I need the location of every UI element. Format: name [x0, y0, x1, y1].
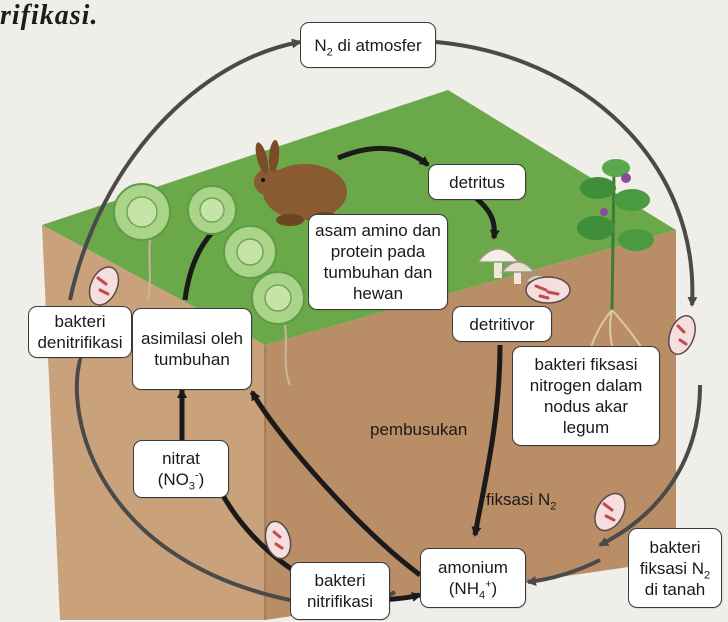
- ammonium-sub: 4: [479, 589, 485, 601]
- atmosphere-label: N: [314, 36, 326, 55]
- soil-fixing-line-3: di tanah: [645, 579, 706, 600]
- label-decomposition: pembusukan: [370, 420, 467, 440]
- amino-line-3: tumbuhan dan: [324, 262, 433, 283]
- nitrifying-line-1: bakteri: [314, 570, 365, 591]
- detritus-label: detritus: [449, 172, 505, 193]
- nitrifying-line-2: nitrifikasi: [307, 591, 373, 612]
- nitrate-sub: 3: [189, 480, 195, 492]
- amino-line-2: protein pada: [331, 241, 426, 262]
- nodule-line-2: nitrogen dalam: [530, 375, 642, 396]
- assimilation-line-1: asimilasi oleh: [141, 328, 243, 349]
- detritivor-label: detritivor: [469, 314, 534, 335]
- nitrate-post: ): [199, 470, 205, 489]
- ammonium-post: ): [492, 579, 498, 598]
- amino-line-1: asam amino dan: [315, 220, 441, 241]
- page-heading: rifikasi.: [0, 0, 98, 32]
- soil-fixing-pre: fiksasi N: [640, 559, 704, 578]
- node-atmosphere: N2 di atmosfer: [300, 22, 436, 68]
- denitrifying-line-2: denitrifikasi: [37, 332, 122, 353]
- nitrate-line-1: nitrat: [162, 448, 200, 469]
- node-nitrate: nitrat (NO3-): [133, 440, 229, 498]
- node-nitrifying-bacteria: bakteri nitrifikasi: [290, 562, 390, 620]
- amino-line-4: hewan: [353, 283, 403, 304]
- node-detritus: detritus: [428, 164, 526, 200]
- node-detritivor: detritivor: [452, 306, 552, 342]
- node-soil-fixing-bacteria: bakteri fiksasi N2 di tanah: [628, 528, 722, 608]
- nodule-line-3: nodus akar: [544, 396, 628, 417]
- node-denitrifying-bacteria: bakteri denitrifikasi: [28, 306, 132, 358]
- assimilation-line-2: tumbuhan: [154, 349, 230, 370]
- denitrifying-line-1: bakteri: [54, 311, 105, 332]
- node-ammonium: amonium (NH4+): [420, 548, 526, 608]
- fixation-sub: 2: [550, 500, 556, 512]
- nodule-line-1: bakteri fiksasi: [535, 354, 638, 375]
- ammonium-pre: (NH: [449, 579, 479, 598]
- fixation-pre: fiksasi N: [486, 490, 550, 509]
- node-nodule-fixing-bacteria: bakteri fiksasi nitrogen dalam nodus aka…: [512, 346, 660, 446]
- label-nitrogen-fixation: fiksasi N2: [486, 490, 556, 510]
- soil-fixing-line-1: bakteri: [649, 537, 700, 558]
- node-amino-protein: asam amino dan protein pada tumbuhan dan…: [308, 214, 448, 310]
- node-plant-assimilation: asimilasi oleh tumbuhan: [132, 308, 252, 390]
- atmosphere-rest: di atmosfer: [333, 36, 422, 55]
- ammonium-line-1: amonium: [438, 557, 508, 578]
- nitrate-pre: (NO: [158, 470, 189, 489]
- nodule-line-4: legum: [563, 417, 609, 438]
